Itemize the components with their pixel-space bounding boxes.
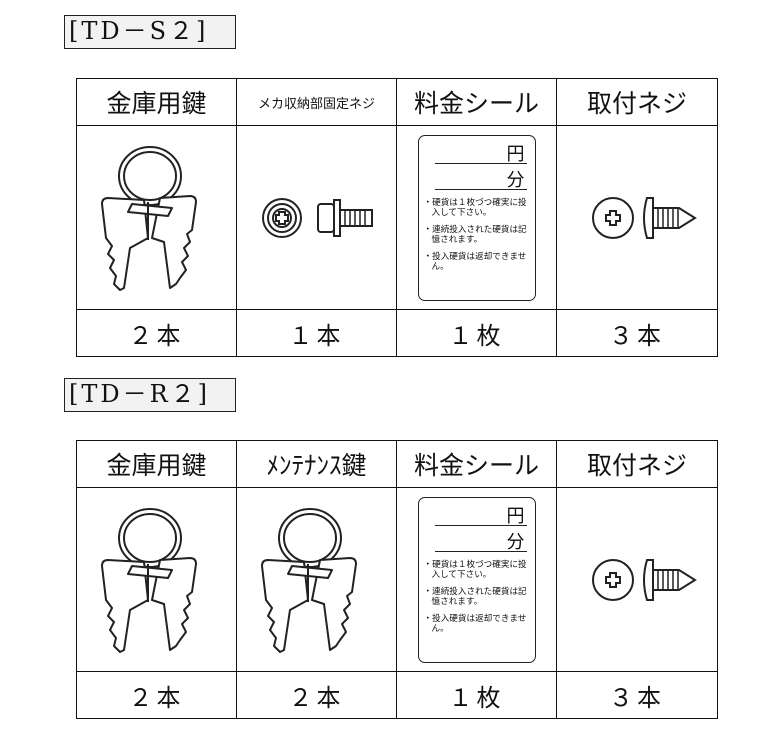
parts-table-td-s2: 金庫用鍵 メカ収納部固定ネジ 料金シール 取付ネジ	[76, 78, 718, 357]
price-sticker-icon: 円 分 ・硬貨は１枚づつ確実に投入して下さい。 ・連続投入された硬貨は記憶されま…	[417, 134, 536, 301]
cell-sticker: 円 分 ・硬貨は１枚づつ確実に投入して下さい。 ・連続投入された硬貨は記憶されま…	[396, 487, 557, 672]
image-row: 円 分 ・硬貨は１枚づつ確実に投入して下さい。 ・連続投入された硬貨は記憶されま…	[76, 125, 718, 310]
key-set-icon	[100, 507, 197, 653]
sticker-minutes: 分	[506, 531, 525, 553]
header-price-sticker: 料金シール	[396, 440, 557, 488]
parts-table-td-r2: 金庫用鍵 ﾒﾝﾃﾅﾝｽ鍵 料金シール 取付ネジ	[76, 440, 718, 719]
header-row: 金庫用鍵 ﾒﾝﾃﾅﾝｽ鍵 料金シール 取付ネジ	[76, 440, 718, 488]
header-safe-key: 金庫用鍵	[76, 78, 237, 126]
cell-sticker: 円 分 ・硬貨は１枚づつ確実に投入して下さい。 ・連続投入された硬貨は記憶されま…	[396, 125, 557, 310]
header-maintenance-key: ﾒﾝﾃﾅﾝｽ鍵	[236, 440, 397, 488]
sticker-note: ・投入硬貨は返却できません。	[423, 251, 527, 272]
qty-price-sticker: １枚	[396, 671, 557, 719]
key-set-icon	[100, 145, 197, 291]
cell-keys	[76, 487, 237, 672]
cell-keys	[76, 125, 237, 310]
qty-mech-screw: １本	[236, 309, 397, 357]
header-price-sticker: 料金シール	[396, 78, 557, 126]
sticker-yen: 円	[506, 143, 525, 165]
sticker-note: ・連続投入された硬貨は記憶されます。	[423, 586, 527, 607]
sticker-note: ・硬貨は１枚づつ確実に投入して下さい。	[423, 197, 527, 218]
sticker-note: ・硬貨は１枚づつ確実に投入して下さい。	[423, 559, 527, 580]
section-title-td-s2: [TD－S２]	[64, 15, 236, 49]
tapping-screw-icon	[592, 196, 697, 239]
qty-mount-screw: ３本	[556, 309, 718, 357]
qty-mount-screw: ３本	[556, 671, 718, 719]
qty-safe-key: ２本	[76, 309, 237, 357]
qty-safe-key: ２本	[76, 671, 237, 719]
quantity-row: ２本 １本 １枚 ３本	[76, 309, 718, 357]
cell-tapping-screw	[556, 125, 718, 310]
quantity-row: ２本 ２本 １枚 ３本	[76, 671, 718, 719]
header-row: 金庫用鍵 メカ収納部固定ネジ 料金シール 取付ネジ	[76, 78, 718, 126]
qty-price-sticker: １枚	[396, 309, 557, 357]
cell-tapping-screw	[556, 487, 718, 672]
sticker-minutes: 分	[506, 169, 525, 191]
header-mount-screw: 取付ネジ	[556, 440, 718, 488]
sticker-note: ・連続投入された硬貨は記憶されます。	[423, 224, 527, 245]
price-sticker-icon: 円 分 ・硬貨は１枚づつ確実に投入して下さい。 ・連続投入された硬貨は記憶されま…	[417, 496, 536, 663]
qty-maintenance-key: ２本	[236, 671, 397, 719]
key-set-icon	[260, 507, 357, 653]
tapping-screw-icon	[592, 558, 697, 601]
section-title-td-r2: [TD－R２]	[64, 378, 236, 412]
sticker-yen: 円	[506, 505, 525, 527]
header-mount-screw: 取付ネジ	[556, 78, 718, 126]
cell-flat-screw	[236, 125, 397, 310]
cell-maintenance-keys	[236, 487, 397, 672]
flat-screw-icon	[261, 197, 373, 238]
header-safe-key: 金庫用鍵	[76, 440, 237, 488]
sticker-note: ・投入硬貨は返却できません。	[423, 613, 527, 634]
image-row: 円 分 ・硬貨は１枚づつ確実に投入して下さい。 ・連続投入された硬貨は記憶されま…	[76, 487, 718, 672]
header-mech-screw: メカ収納部固定ネジ	[236, 78, 397, 126]
